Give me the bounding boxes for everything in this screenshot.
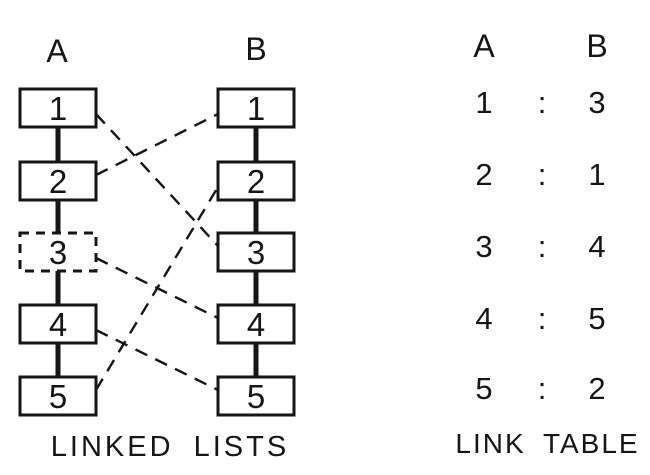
row-a-value: 3	[475, 229, 493, 264]
row-a-value: 1	[475, 85, 493, 120]
link-a1-to-b3	[95, 113, 219, 247]
row-b-value: 3	[588, 85, 606, 120]
row-separator: :	[537, 157, 547, 192]
node-b2-value: 2	[247, 163, 265, 200]
node-b5: 5	[216, 375, 296, 417]
link-table-row: 4 : 5	[440, 302, 650, 336]
link-a5-to-b2	[94, 186, 220, 391]
node-a1-value: 1	[49, 90, 67, 127]
link-a2-to-b1	[95, 112, 219, 177]
row-separator: :	[537, 371, 547, 406]
link-table-row: 1 : 3	[440, 86, 650, 120]
link-table-row: 5 : 2	[440, 372, 650, 406]
node-b4: 4	[216, 303, 296, 345]
list-b-header: B	[245, 31, 266, 67]
node-b4-value: 4	[247, 306, 265, 343]
link-table-caption: LINK TABLE	[455, 428, 640, 459]
node-b5-value: 5	[247, 378, 265, 415]
node-a2: 2	[18, 160, 98, 202]
link-a4-to-b5	[95, 328, 219, 392]
link-table-row: 3 : 4	[440, 230, 650, 264]
row-separator: :	[537, 301, 547, 336]
link-table-header-b: B	[586, 28, 608, 64]
link-table-header-row: A B	[440, 29, 650, 63]
node-a1: 1	[18, 87, 98, 129]
row-a-value: 5	[475, 371, 493, 406]
row-separator: :	[537, 85, 547, 120]
node-b3-value: 3	[247, 234, 265, 271]
node-a3: 3	[18, 231, 98, 273]
cross-links-layer	[94, 112, 220, 392]
link-table: A B 1 : 3 2 : 1 3 : 4 4 : 5 5 : 2 LINK	[440, 0, 650, 475]
node-b1-value: 1	[247, 90, 265, 127]
row-a-value: 4	[475, 301, 493, 336]
linked-lists-diagram: A B 1 2 3 4 5	[18, 31, 296, 463]
node-b3: 3	[216, 231, 296, 273]
row-b-value: 4	[588, 229, 606, 264]
node-b1: 1	[216, 87, 296, 129]
row-separator: :	[537, 229, 547, 264]
link-table-header-a: A	[473, 28, 495, 64]
node-a5: 5	[18, 375, 98, 417]
row-b-value: 1	[588, 157, 606, 192]
row-b-value: 2	[588, 371, 606, 406]
node-a3-value: 3	[49, 234, 67, 271]
node-a2-value: 2	[49, 163, 67, 200]
linked-lists-caption: LINKED LISTS	[51, 431, 289, 463]
node-b2: 2	[216, 160, 296, 202]
node-a4-value: 4	[49, 306, 67, 343]
link-table-row: 2 : 1	[440, 158, 650, 192]
node-a5-value: 5	[49, 378, 67, 415]
node-a4: 4	[18, 303, 98, 345]
row-b-value: 5	[588, 301, 606, 336]
row-a-value: 2	[475, 157, 493, 192]
list-a-header: A	[46, 33, 68, 69]
